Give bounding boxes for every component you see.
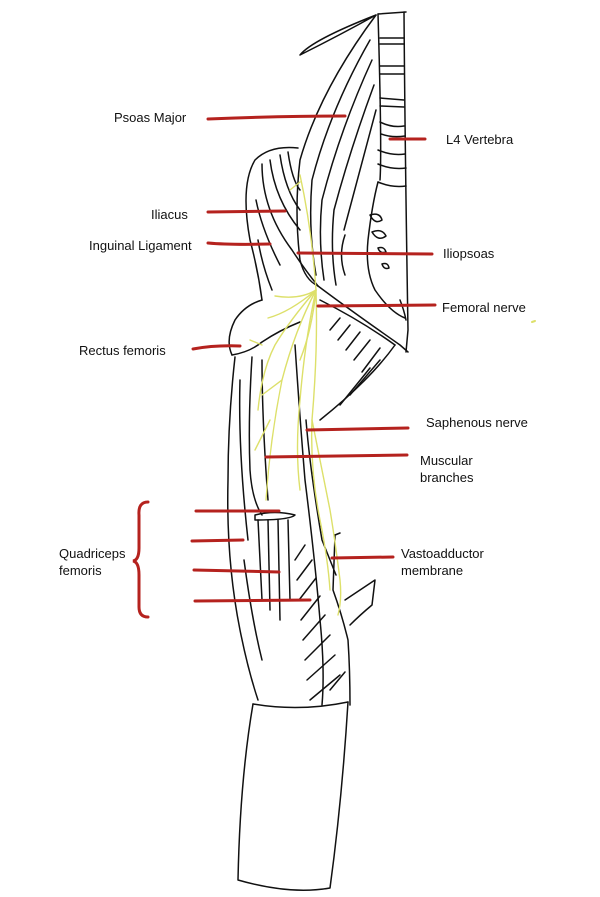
psoas-major-muscle bbox=[296, 14, 377, 287]
leader-psoas-major bbox=[206, 114, 347, 121]
leader-iliopsoas bbox=[296, 251, 434, 256]
stray-mark bbox=[531, 320, 536, 323]
leader-quadriceps-2 bbox=[190, 538, 245, 543]
leader-vastoadductor-membrane bbox=[330, 555, 395, 560]
leader-saphenous-nerve bbox=[305, 426, 410, 432]
label-l4-vertebra: L4 Vertebra bbox=[446, 132, 514, 147]
hip-outline bbox=[228, 285, 409, 421]
label-muscular-branches: Muscular branches bbox=[420, 453, 474, 485]
leader-iliacus bbox=[206, 209, 287, 214]
femoral-nerve-branches bbox=[249, 174, 342, 616]
label-iliopsoas: Iliopsoas bbox=[443, 246, 495, 261]
label-femoral-nerve: Femoral nerve bbox=[442, 300, 526, 315]
leader-lines bbox=[132, 114, 536, 619]
leader-muscular-branches bbox=[264, 453, 409, 459]
label-vastoadductor-membrane: Vastoadductor membrane bbox=[401, 546, 484, 578]
label-iliacus: Iliacus bbox=[151, 207, 188, 222]
leader-rectus-femoris bbox=[191, 344, 242, 351]
iliacus-muscle bbox=[245, 146, 319, 301]
leader-quadriceps-4 bbox=[193, 598, 312, 603]
label-psoas-major: Psoas Major bbox=[114, 110, 187, 125]
leader-inguinal-ligament bbox=[206, 241, 272, 246]
knee-outline bbox=[237, 701, 349, 891]
quadriceps-brace bbox=[132, 500, 150, 619]
leader-femoral-nerve bbox=[316, 303, 437, 308]
leader-quadriceps-3 bbox=[192, 568, 281, 574]
label-saphenous-nerve: Saphenous nerve bbox=[426, 415, 528, 430]
vertebral-column bbox=[377, 11, 409, 353]
muscle-outlines bbox=[227, 11, 409, 891]
label-quadriceps-femoris: Quadriceps femoris bbox=[59, 546, 126, 578]
label-rectus-femoris: Rectus femoris bbox=[79, 343, 166, 358]
pelvis-outline bbox=[340, 181, 406, 319]
label-inguinal-ligament: Inguinal Ligament bbox=[89, 238, 192, 253]
thigh-outline bbox=[227, 344, 376, 706]
